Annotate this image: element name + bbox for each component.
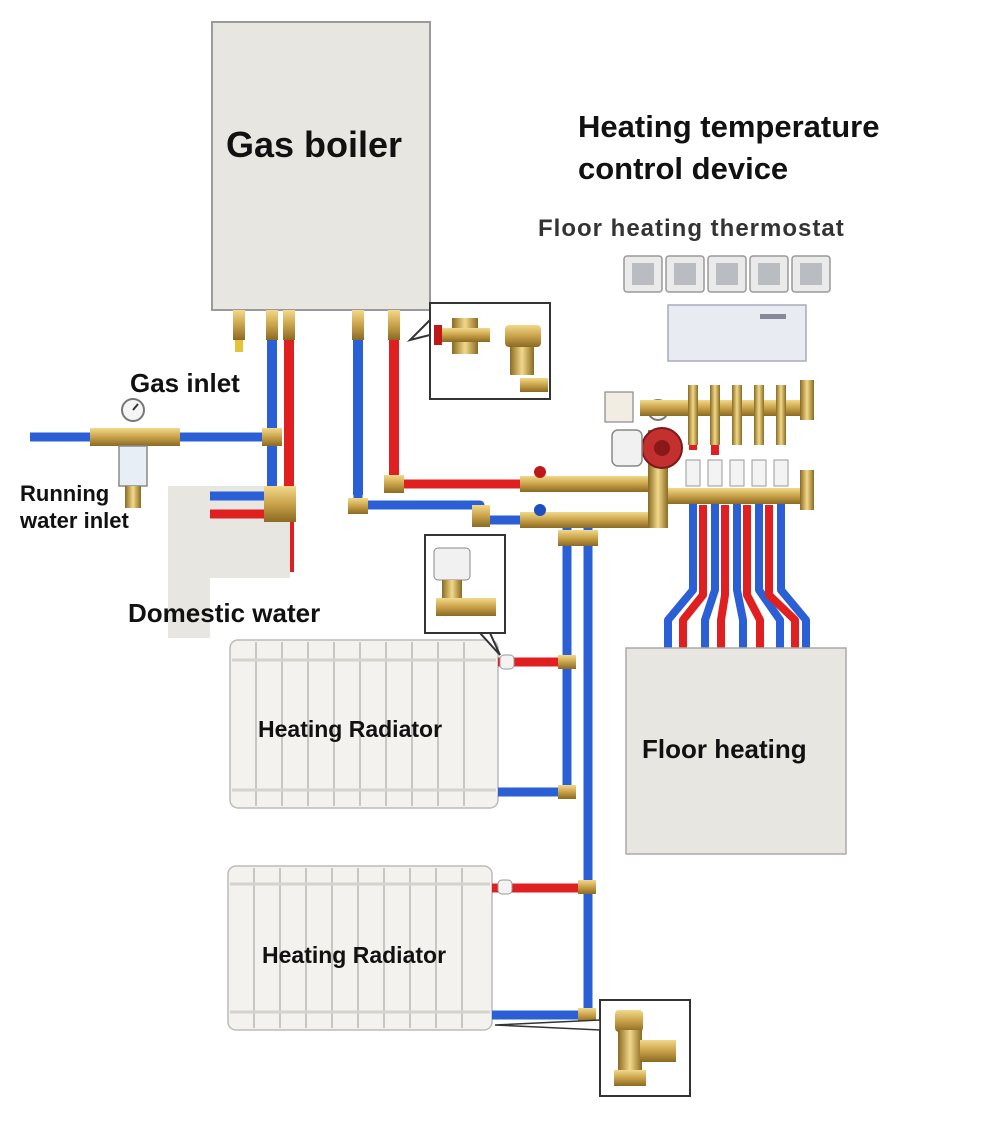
gas-boiler-box	[211, 21, 431, 311]
gas-inlet-label: Gas inlet	[130, 368, 240, 398]
gas-boiler-label: Gas boiler	[226, 124, 403, 165]
control-title-line2: control device	[578, 151, 789, 186]
domestic-water-pipes	[210, 486, 296, 522]
running-water-label-line1: Running	[20, 481, 110, 506]
boiler-pipes	[267, 340, 399, 572]
domestic-water-panel	[168, 486, 290, 638]
radiator-1-label: Heating Radiator	[258, 716, 443, 742]
boiler-outlet-fittings	[233, 310, 400, 340]
floor-heating-label: Floor heating	[642, 734, 807, 764]
water-filter	[90, 398, 282, 508]
control-title-line1: Heating temperature	[578, 109, 880, 144]
gas-pipe	[235, 340, 243, 352]
floor-manifold-lower	[668, 470, 814, 510]
floor-heating-box	[625, 647, 847, 855]
radiator-1	[229, 639, 499, 809]
floor-manifold-upper	[640, 380, 814, 420]
radiator-risers	[492, 528, 598, 1022]
domestic-water-label: Domestic water	[128, 598, 321, 628]
floor-heating-loops	[664, 445, 810, 648]
radiator-2-label: Heating Radiator	[262, 942, 447, 968]
floor-thermostat-label: Floor heating thermostat	[538, 215, 845, 242]
trv-callout-inset	[424, 534, 506, 656]
radiator-2	[227, 865, 493, 1031]
running-water-label-line2: water inlet	[20, 508, 129, 533]
floor-thermostat-switches	[623, 255, 831, 293]
floor-loop-ports	[685, 385, 789, 487]
thermostat-controller-box	[667, 304, 807, 362]
heating-pipes-to-manifold	[348, 475, 520, 527]
lockshield-callout-inset	[494, 999, 691, 1097]
manifold-pipes	[520, 391, 683, 528]
valve-callout-inset	[406, 302, 551, 400]
